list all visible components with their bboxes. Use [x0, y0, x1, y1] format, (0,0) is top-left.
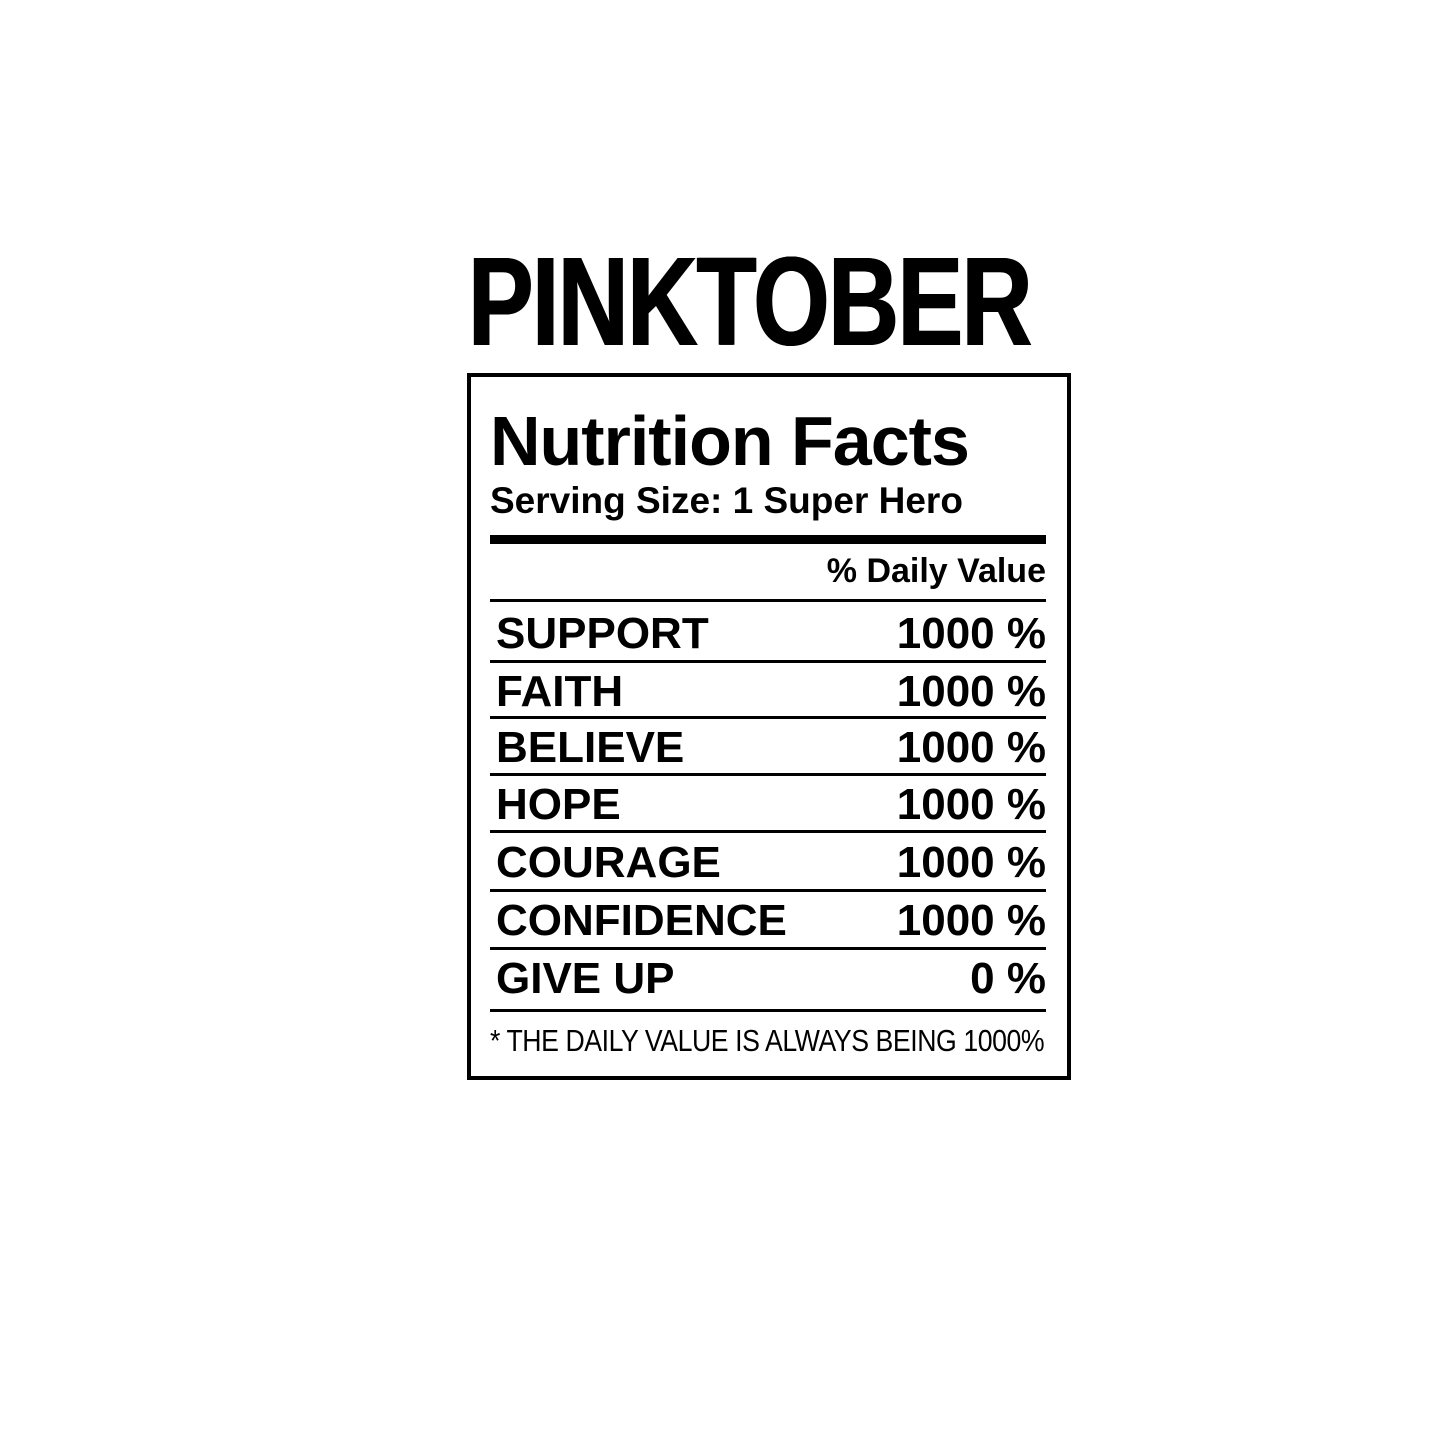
divider: [490, 1009, 1046, 1012]
nutrient-name: SUPPORT: [496, 609, 709, 658]
nutrient-value: 0 %: [970, 954, 1046, 1003]
nutrient-row: GIVE UP 0 %: [490, 948, 1046, 1004]
divider: [490, 889, 1046, 892]
nutrient-name: CONFIDENCE: [496, 896, 787, 945]
nutrient-row: BELIEVE 1000 %: [490, 717, 1046, 773]
nutrient-value: 1000 %: [896, 609, 1046, 658]
nutrition-label-content: Nutrition Facts Serving Size: 1 Super He…: [490, 377, 1046, 1076]
daily-value-header: % Daily Value: [826, 552, 1046, 590]
nutrient-row: HOPE 1000 %: [490, 774, 1046, 830]
nutrient-name: COURAGE: [496, 838, 721, 887]
nutrient-value: 1000 %: [896, 667, 1046, 716]
nutrient-name: HOPE: [496, 780, 621, 829]
nutrition-label: Nutrition Facts Serving Size: 1 Super He…: [467, 373, 1071, 1080]
nutrient-value: 1000 %: [896, 896, 1046, 945]
divider: [490, 830, 1046, 833]
serving-size: Serving Size: 1 Super Hero: [490, 480, 963, 521]
footnote: * THE DAILY VALUE IS ALWAYS BEING 1000%: [490, 1023, 1045, 1058]
nutrient-name: FAITH: [496, 667, 624, 716]
divider: [490, 716, 1046, 719]
nutrient-name: GIVE UP: [496, 954, 675, 1003]
nutrition-facts-title: Nutrition Facts: [490, 402, 970, 480]
divider: [490, 599, 1046, 602]
nutrient-name: BELIEVE: [496, 723, 685, 772]
thick-divider: [490, 535, 1046, 544]
headline: PINKTOBER: [468, 231, 1033, 372]
nutrient-row: FAITH 1000 %: [490, 661, 1046, 717]
divider: [490, 660, 1046, 663]
nutrient-value: 1000 %: [896, 723, 1046, 772]
nutrient-row: CONFIDENCE 1000 %: [490, 890, 1046, 946]
divider: [490, 947, 1046, 950]
nutrient-value: 1000 %: [896, 780, 1046, 829]
nutrient-value: 1000 %: [896, 838, 1046, 887]
nutrient-row: COURAGE 1000 %: [490, 832, 1046, 888]
nutrient-row: SUPPORT 1000 %: [490, 603, 1046, 659]
divider: [490, 773, 1046, 776]
